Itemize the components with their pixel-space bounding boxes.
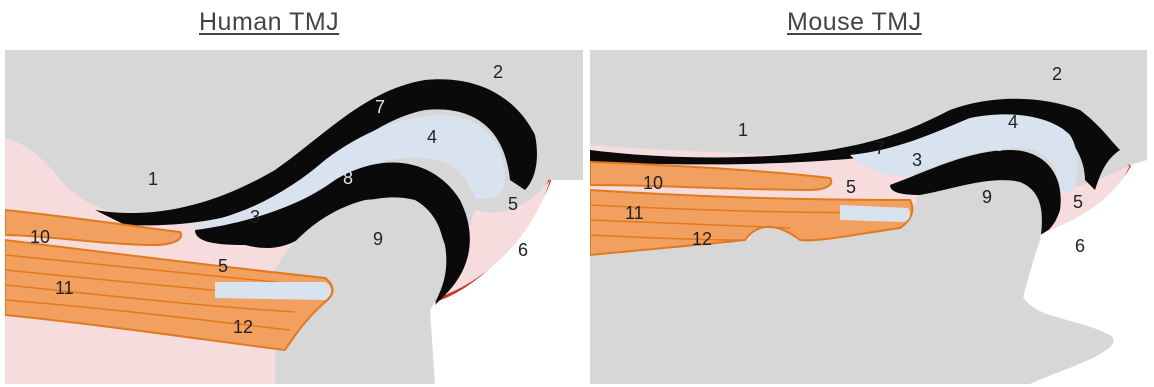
label-7: 7	[875, 138, 885, 158]
label-5b: 5	[508, 194, 518, 214]
label-3: 3	[250, 207, 260, 227]
label-12: 12	[233, 317, 253, 337]
mouse-tmj-title: Mouse TMJ	[787, 8, 922, 37]
tendon-insertion	[215, 282, 331, 300]
label-10: 10	[30, 227, 50, 247]
label-4: 4	[427, 127, 437, 147]
label-1: 1	[738, 120, 748, 140]
label-4: 4	[1008, 112, 1018, 132]
label-6: 6	[1075, 236, 1085, 256]
label-5: 5	[218, 256, 228, 276]
label-1: 1	[148, 169, 158, 189]
label-5b: 5	[1073, 192, 1083, 212]
label-8: 8	[343, 168, 353, 188]
label-9: 9	[982, 187, 992, 207]
label-6: 6	[518, 240, 528, 260]
label-5: 5	[846, 177, 856, 197]
label-9: 9	[373, 229, 383, 249]
label-11: 11	[55, 278, 74, 298]
human-tmj-diagram: 1 2 3 4 5 5 6 7 8 9 10 11 12	[5, 50, 583, 384]
mouse-tmj-diagram: 1 2 3 4 5 5 6 7 8 9 10 11 12	[590, 50, 1147, 384]
label-2: 2	[493, 62, 503, 82]
label-11: 11	[625, 203, 644, 223]
label-8: 8	[994, 135, 1004, 155]
label-2: 2	[1052, 64, 1062, 84]
label-3: 3	[912, 150, 922, 170]
human-tmj-title: Human TMJ	[199, 8, 339, 37]
label-12: 12	[692, 229, 712, 249]
label-7: 7	[375, 97, 385, 117]
label-10: 10	[643, 173, 663, 193]
